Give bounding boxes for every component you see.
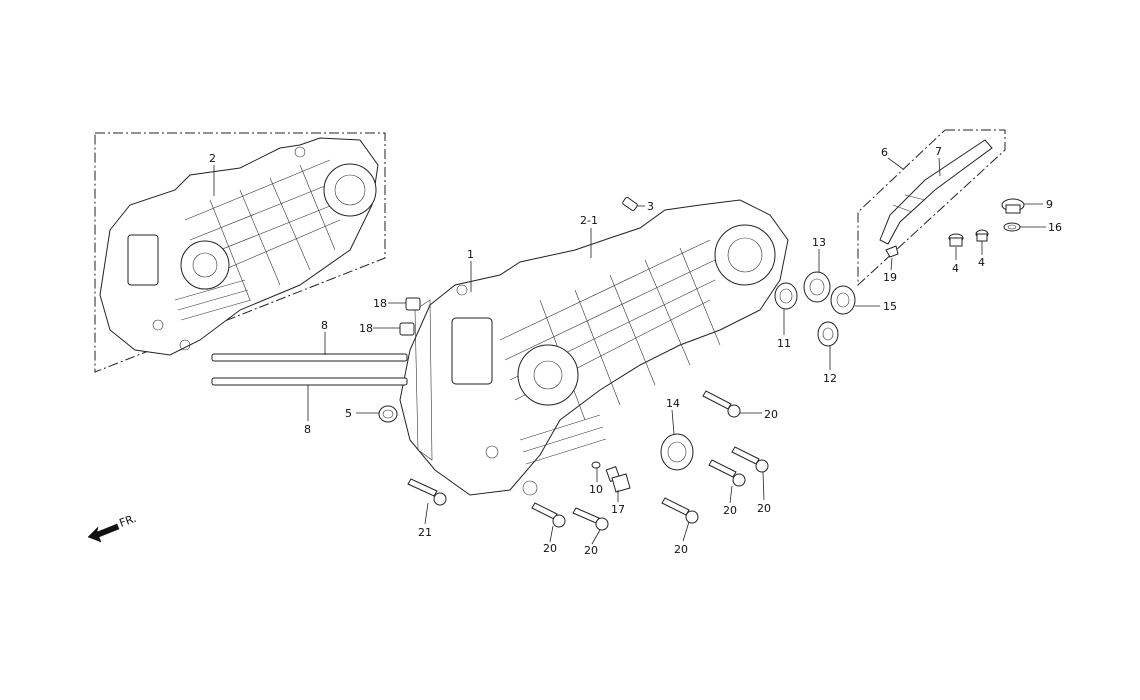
callout-3: 3 bbox=[647, 200, 654, 213]
clip-19 bbox=[885, 245, 899, 258]
callout-5: 5 bbox=[345, 407, 352, 420]
stud-8-upper bbox=[211, 353, 408, 362]
callout-18-lower: 18 bbox=[359, 322, 373, 335]
front-arrow-icon bbox=[87, 523, 120, 543]
crankcase-main-1 bbox=[399, 199, 789, 496]
callout-16: 16 bbox=[1048, 221, 1062, 234]
callout-4-right: 4 bbox=[978, 256, 985, 269]
plug-9 bbox=[1001, 198, 1025, 214]
plug-4-right bbox=[975, 229, 989, 242]
callout-12: 12 bbox=[823, 372, 837, 385]
bolt-20-e bbox=[531, 502, 566, 528]
front-label: FR. bbox=[118, 512, 138, 530]
callout-1: 1 bbox=[467, 248, 474, 261]
callout-4-left: 4 bbox=[952, 262, 959, 275]
callout-20-f: 20 bbox=[584, 544, 598, 557]
dowel-18-lower bbox=[399, 322, 415, 336]
callout-19: 19 bbox=[883, 271, 897, 284]
callout-8-upper: 8 bbox=[321, 319, 328, 332]
callout-10: 10 bbox=[589, 483, 603, 496]
bolt-20-a bbox=[702, 390, 741, 418]
washer-10 bbox=[591, 461, 601, 469]
leader-lines bbox=[213, 157, 1046, 545]
callout-14: 14 bbox=[666, 397, 680, 410]
callout-20-e: 20 bbox=[543, 542, 557, 555]
bearing-13 bbox=[803, 271, 831, 303]
crankcase-left-half-2 bbox=[99, 137, 379, 356]
bolt-20-d bbox=[661, 497, 699, 524]
callout-8-lower: 8 bbox=[304, 423, 311, 436]
hose-6-7 bbox=[879, 139, 993, 245]
bolt-21 bbox=[407, 478, 447, 506]
callout-6: 6 bbox=[881, 146, 888, 159]
dowel-18-upper bbox=[405, 297, 421, 311]
bolt-17 bbox=[605, 466, 631, 493]
bolt-20-c bbox=[708, 459, 746, 487]
callout-20-b: 20 bbox=[757, 502, 771, 515]
bearing-15 bbox=[830, 285, 856, 315]
bolt-20-b bbox=[731, 446, 769, 473]
callout-9: 9 bbox=[1046, 198, 1053, 211]
hose-enclosure bbox=[857, 129, 1006, 287]
callout-18-upper: 18 bbox=[373, 297, 387, 310]
stud-8-lower bbox=[211, 377, 408, 386]
bearing-12 bbox=[817, 321, 839, 347]
oil-seal-14 bbox=[660, 433, 694, 471]
bolt-20-f bbox=[572, 507, 609, 531]
callout-11: 11 bbox=[777, 337, 791, 350]
callout-2: 2 bbox=[209, 152, 216, 165]
callout-13: 13 bbox=[812, 236, 826, 249]
callout-17: 17 bbox=[611, 503, 625, 516]
fitting-3 bbox=[622, 196, 638, 212]
seal-5 bbox=[378, 405, 398, 423]
callout-7: 7 bbox=[935, 145, 942, 158]
front-direction-indicator: FR. bbox=[87, 512, 138, 543]
callout-20-d: 20 bbox=[674, 543, 688, 556]
bearing-11 bbox=[774, 282, 798, 310]
callout-21: 21 bbox=[418, 526, 432, 539]
callout-20-a: 20 bbox=[764, 408, 778, 421]
assembly-2-enclosure bbox=[94, 132, 386, 373]
callout-2-1: 2-1 bbox=[580, 214, 598, 227]
callout-20-c: 20 bbox=[723, 504, 737, 517]
callout-15: 15 bbox=[883, 300, 897, 313]
plug-4-left bbox=[948, 233, 964, 247]
washer-16 bbox=[1003, 222, 1021, 232]
